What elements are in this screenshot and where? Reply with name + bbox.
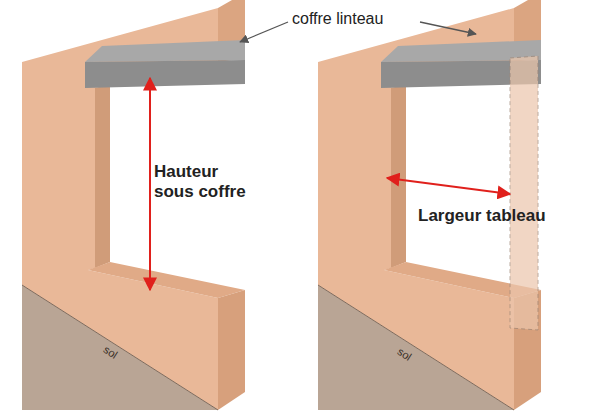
leader-line xyxy=(240,22,288,42)
dimension-label: Hauteur sous coffre xyxy=(154,162,254,201)
width-arrow xyxy=(387,178,510,194)
dimension-label: Largeur tableau xyxy=(418,206,578,226)
wall-right xyxy=(318,0,541,410)
wall-left xyxy=(22,0,245,410)
callout-label: coffre linteau xyxy=(292,10,422,28)
removed-jamb xyxy=(510,56,538,330)
leader-line xyxy=(420,22,476,34)
height-arrow xyxy=(149,78,151,290)
